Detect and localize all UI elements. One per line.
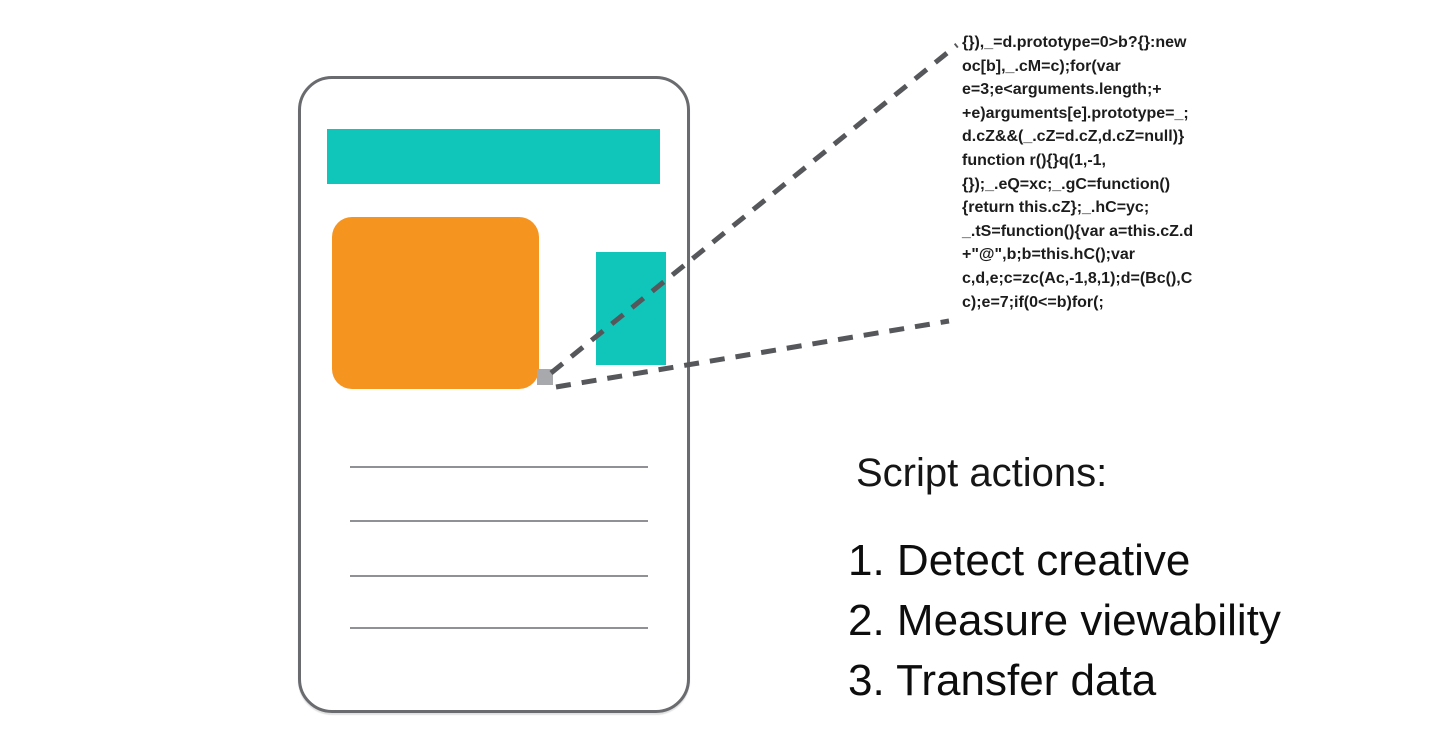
- side-ad-block: [596, 252, 666, 365]
- webpage-wireframe: [298, 76, 690, 713]
- code-line: e=3;e<arguments.length;+: [962, 81, 1162, 99]
- script-actions-list: 1. Detect creative 2. Measure viewabilit…: [848, 531, 1281, 711]
- code-line: c,d,e;c=zc(Ac,-1,8,1);d=(Bc(),C: [962, 269, 1193, 287]
- code-line: {});_.eQ=xc;_.gC=function(): [962, 175, 1171, 193]
- obfuscated-code-snippet: {}),_=d.prototype=0>b?{}:new oc[b],_.cM=…: [962, 31, 1262, 314]
- main-ad-creative-block: [332, 217, 539, 389]
- code-line: d.cZ&&(_.cZ=d.cZ,d.cZ=null)}: [962, 128, 1185, 146]
- script-actions-title: Script actions:: [856, 451, 1108, 495]
- code-line: {}),_=d.prototype=0>b?{}:new: [962, 34, 1187, 51]
- header-ad-bar: [327, 129, 660, 184]
- code-line: {return this.cZ};_.hC=yc;: [962, 199, 1150, 217]
- code-line: _.tS=function(){var a=this.cZ.d: [962, 222, 1194, 240]
- code-line: +e)arguments[e].prototype=_;: [962, 104, 1189, 122]
- tracking-pixel-marker: [537, 369, 553, 385]
- script-action-item: 1. Detect creative: [848, 536, 1191, 585]
- code-line: function r(){}q(1,-1,: [962, 151, 1106, 169]
- code-line: oc[b],_.cM=c);for(var: [962, 57, 1121, 75]
- text-placeholder-line: [350, 575, 648, 577]
- code-line: +"@",b;b=this.hC();var: [962, 246, 1136, 264]
- text-placeholder-line: [350, 520, 648, 522]
- text-placeholder-line: [350, 627, 648, 629]
- script-action-item: 3. Transfer data: [848, 656, 1157, 705]
- script-action-item: 2. Measure viewability: [848, 596, 1281, 645]
- text-placeholder-line: [350, 466, 648, 468]
- code-line: c);e=7;if(0<=b)for(;: [962, 293, 1104, 311]
